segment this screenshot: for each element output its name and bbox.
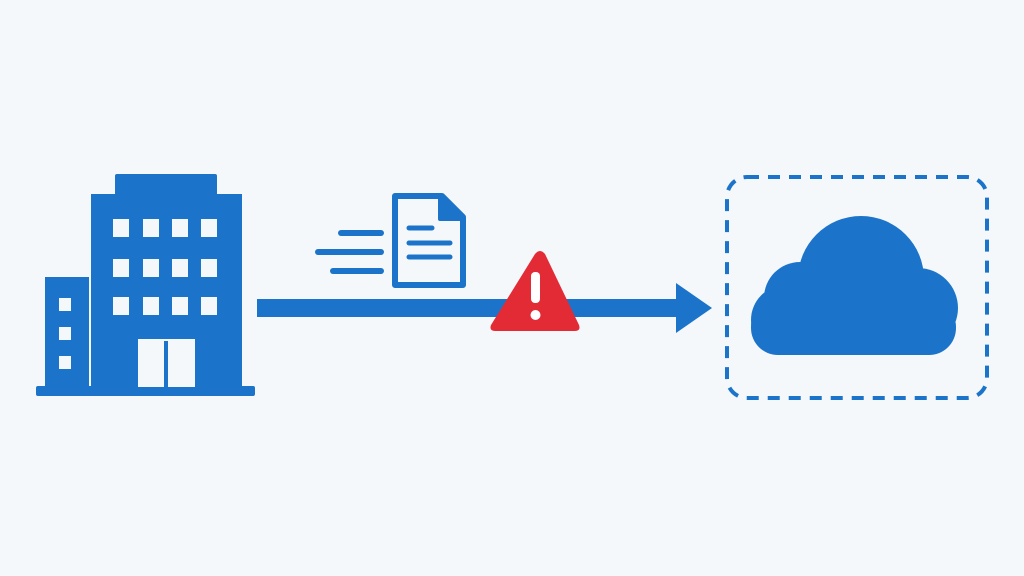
warning-triangle-icon (490, 251, 580, 331)
document-icon (392, 193, 466, 288)
office-building-icon (36, 174, 255, 396)
flow-arrow (257, 283, 712, 333)
cloud-icon (751, 216, 958, 355)
cloud-dashed-container (725, 175, 989, 400)
motion-lines (315, 230, 384, 274)
